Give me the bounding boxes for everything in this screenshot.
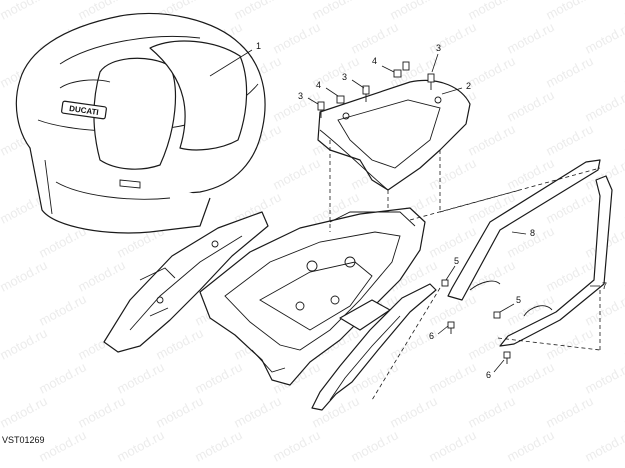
bolt-3a [317, 101, 325, 118]
leader-lines [209, 49, 600, 373]
grab-rail-right [499, 175, 613, 347]
watermark-text: motod.ru [192, 359, 244, 396]
watermark-text: motod.ru [75, 393, 127, 430]
watermark-text: motod.ru [543, 393, 595, 430]
watermark-text: motod.ru [36, 291, 88, 328]
top-case: DUCATI [15, 13, 266, 234]
watermark-text: motod.ru [231, 393, 283, 430]
bolt-3c [427, 73, 435, 90]
watermark-text: motod.ru [621, 325, 625, 362]
watermark-text: motod.ru [504, 19, 556, 56]
watermark-text: motod.ru [192, 427, 244, 464]
watermark-text: motod.ru [426, 427, 478, 464]
watermark-text: motod.ru [465, 393, 517, 430]
watermark-text: motod.ru [621, 257, 625, 294]
watermark-text: motod.ru [465, 121, 517, 158]
watermark-text: motod.ru [582, 359, 625, 396]
bolt-6a [447, 321, 455, 334]
watermark-text: motod.ru [504, 359, 556, 396]
watermark-text: motod.ru [387, 0, 439, 23]
watermark-text: motod.ru [270, 87, 322, 124]
callout-5a: 5 [454, 256, 459, 266]
watermark-text: motod.ru [621, 393, 625, 430]
watermark-text: motod.ru [504, 427, 556, 464]
callout-6a: 6 [429, 331, 434, 341]
callout-1: 1 [256, 41, 261, 51]
bolts-group [317, 61, 435, 118]
watermark-text: motod.ru [153, 393, 205, 430]
watermark-text: motod.ru [582, 19, 625, 56]
watermark-text: motod.ru [426, 359, 478, 396]
watermark-text: motod.ru [231, 0, 283, 23]
watermark-text: motod.ru [543, 121, 595, 158]
watermark-text: motod.ru [543, 53, 595, 90]
grab-rail-left [447, 159, 601, 301]
rear-subframe [103, 207, 437, 411]
callout-2: 2 [466, 81, 471, 91]
mounting-plate [317, 79, 471, 191]
bolt-4b [393, 69, 402, 78]
watermark-text: motod.ru [504, 87, 556, 124]
watermark-text: motod.ru [465, 53, 517, 90]
watermark-text: motod.ru [114, 427, 166, 464]
callout-4a: 4 [316, 80, 321, 90]
callout-4b: 4 [372, 56, 377, 66]
callout-6b: 6 [486, 370, 491, 380]
watermark-text: motod.ru [0, 325, 50, 362]
watermark-text: motod.ru [270, 19, 322, 56]
callout-3a: 3 [298, 91, 303, 101]
case-logo: DUCATI [69, 104, 100, 117]
watermark-text: motod.ru [270, 155, 322, 192]
watermark-text: motod.ru [0, 257, 50, 294]
watermark-text: motod.ru [621, 0, 625, 23]
watermark-text: motod.ru [348, 19, 400, 56]
watermark-text: motod.ru [582, 87, 625, 124]
watermark-text: motod.ru [0, 393, 50, 430]
bolt-6b [503, 351, 511, 364]
bolt-5b [493, 311, 501, 319]
watermark-text: motod.ru [75, 257, 127, 294]
callout-3b: 3 [342, 72, 347, 82]
assembly-lines [329, 140, 601, 401]
watermark-text: motod.ru [465, 0, 517, 23]
bolt-5a [441, 279, 449, 287]
watermark-text: motod.ru [426, 19, 478, 56]
watermark-text: motod.ru [36, 359, 88, 396]
callout-8: 8 [530, 228, 535, 238]
watermark-text: motod.ru [114, 359, 166, 396]
watermark-text: motod.ru [621, 121, 625, 158]
callout-3c: 3 [436, 43, 441, 53]
watermark-text: motod.ru [426, 155, 478, 192]
watermark-text: motod.ru [621, 53, 625, 90]
watermark-text: motod.ru [0, 0, 50, 23]
watermark-text: motod.ru [387, 393, 439, 430]
watermark-text: motod.ru [621, 189, 625, 226]
bolt-3d [402, 61, 410, 71]
watermark-text: motod.ru [309, 0, 361, 23]
bolt-4a [336, 95, 345, 104]
watermark-text: motod.ru [348, 427, 400, 464]
callout-5b: 5 [516, 295, 521, 305]
watermark-text: motod.ru [582, 427, 625, 464]
watermark-text: motod.ru [543, 0, 595, 23]
bolt-3b [362, 85, 370, 102]
watermark-text: motod.ru [36, 223, 88, 260]
callout-7: 7 [602, 281, 607, 291]
watermark-text: motod.ru [153, 325, 205, 362]
watermark-text: motod.ru [543, 325, 595, 362]
watermark-text: motod.ru [36, 427, 88, 464]
drawing-reference: VST01269 [2, 435, 45, 445]
callout-numbers: 1 2 3 3 3 4 4 5 5 6 6 7 8 [256, 41, 607, 380]
watermark-text: motod.ru [270, 427, 322, 464]
